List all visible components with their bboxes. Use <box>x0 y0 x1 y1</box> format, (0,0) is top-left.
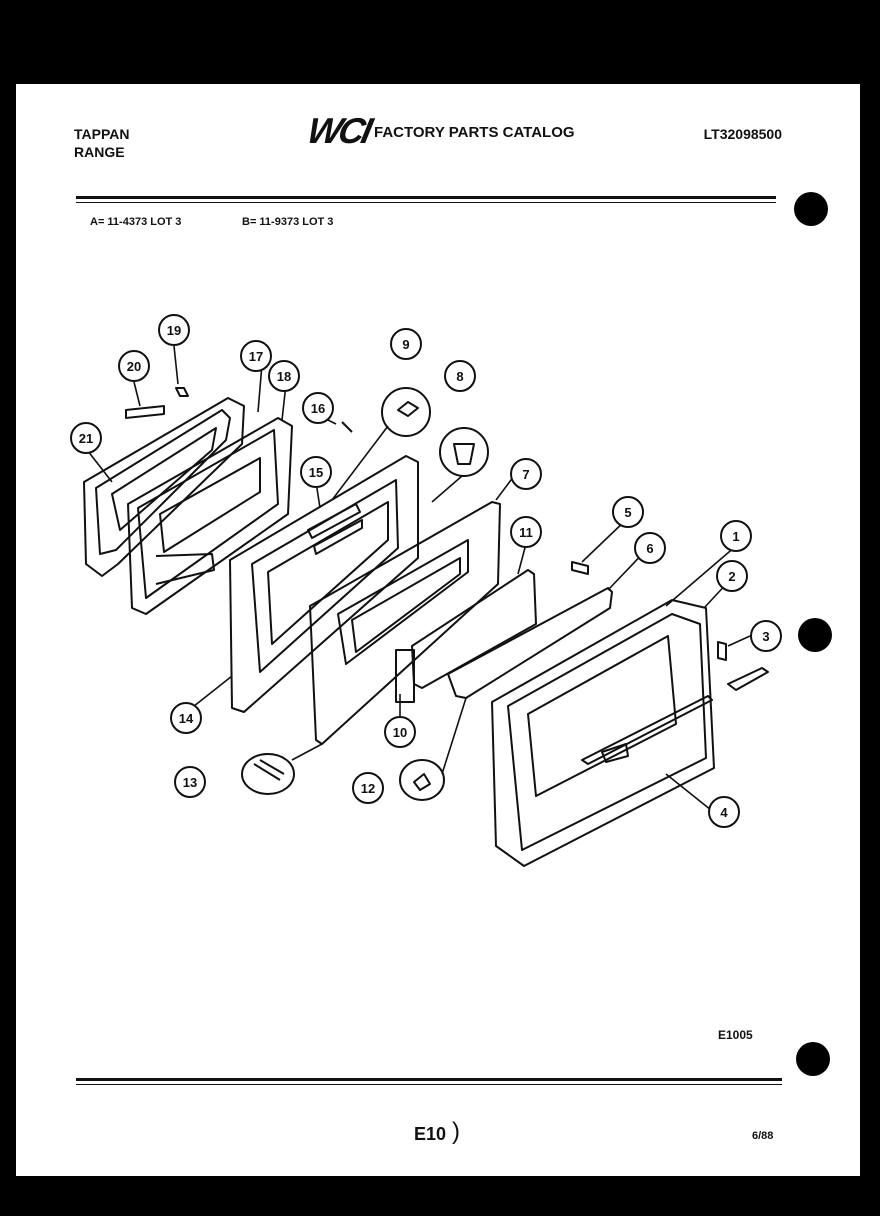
callout-15: 15 <box>300 456 332 488</box>
callout-5: 5 <box>612 496 644 528</box>
leader-lines <box>83 345 751 815</box>
footer-rule-thin <box>76 1084 782 1085</box>
part-9-detail-bubble <box>381 387 431 437</box>
part-8-detail-bubble <box>439 427 489 477</box>
callout-4: 4 <box>708 796 740 828</box>
callout-10: 10 <box>384 716 416 748</box>
part-21-door-frame <box>83 397 245 577</box>
part-1-outer-door <box>491 599 715 867</box>
model-a-label: A= 11-4373 LOT 3 <box>90 216 182 228</box>
svg-text:17: 17 <box>249 349 263 364</box>
svg-text:9: 9 <box>402 337 409 352</box>
svg-text:10: 10 <box>393 725 407 740</box>
callout-14: 14 <box>170 702 202 734</box>
part-11-glass-panel <box>411 569 613 699</box>
page-code: E10 <box>414 1124 447 1144</box>
callout-12: 12 <box>352 772 384 804</box>
part-13-detail-bubble <box>241 753 295 795</box>
part-18-window-frame <box>127 417 293 615</box>
svg-text:7: 7 <box>522 467 529 482</box>
callout-20: 20 <box>118 350 150 382</box>
callout-11: 11 <box>510 516 542 548</box>
oven-door-exploded-view: 1 2 3 4 5 6 7 8 9 10 11 12 13 14 15 16 1… <box>70 314 782 867</box>
part-12-detail-bubble <box>399 759 445 801</box>
svg-text:15: 15 <box>309 465 323 480</box>
svg-text:18: 18 <box>277 369 291 384</box>
svg-text:16: 16 <box>311 401 325 416</box>
callout-2: 2 <box>716 560 748 592</box>
svg-text:1: 1 <box>732 529 739 544</box>
svg-text:12: 12 <box>361 781 375 796</box>
catalog-title: FACTORY PARTS CATALOG <box>374 124 575 141</box>
callout-16: 16 <box>302 392 334 424</box>
callout-3: 3 <box>750 620 782 652</box>
brand-line-1: TAPPAN <box>74 126 130 142</box>
callout-21: 21 <box>70 422 102 454</box>
diagram-code: E1005 <box>718 1028 753 1042</box>
parts-catalog-page: TAPPAN RANGE WCI FACTORY PARTS CATALOG L… <box>16 84 860 1176</box>
callout-13: 13 <box>174 766 206 798</box>
part-5-bumper <box>571 561 589 575</box>
svg-text:5: 5 <box>624 505 631 520</box>
callout-7: 7 <box>510 458 542 490</box>
callout-6: 6 <box>634 532 666 564</box>
svg-text:21: 21 <box>79 431 93 446</box>
callout-8: 8 <box>444 360 476 392</box>
binder-hole-bottom <box>796 1042 830 1076</box>
svg-text:4: 4 <box>720 805 728 820</box>
svg-text:8: 8 <box>456 369 463 384</box>
callout-19: 19 <box>158 314 190 346</box>
binder-hole-top <box>794 192 828 226</box>
svg-text:13: 13 <box>183 775 197 790</box>
callout-17: 17 <box>240 340 272 372</box>
svg-text:19: 19 <box>167 323 181 338</box>
callout-18: 18 <box>268 360 300 392</box>
part-14-inner-panel <box>229 455 419 713</box>
part-4-handle <box>717 641 769 691</box>
part-16-screw <box>341 421 353 433</box>
page-code-bracket: ) <box>452 1118 460 1145</box>
footer-rule <box>76 1078 782 1081</box>
callout-9: 9 <box>390 328 422 360</box>
header-rule <box>76 196 776 199</box>
svg-text:3: 3 <box>762 629 769 644</box>
svg-text:20: 20 <box>127 359 141 374</box>
svg-text:11: 11 <box>519 525 533 540</box>
part-7-door-liner <box>309 501 501 745</box>
date-code: 6/88 <box>752 1130 774 1142</box>
model-b-label: B= 11-9373 LOT 3 <box>242 216 334 228</box>
part-19-screw <box>175 387 189 397</box>
part-20-clip <box>125 405 165 419</box>
svg-text:14: 14 <box>179 711 194 726</box>
catalog-number: LT32098500 <box>703 126 782 142</box>
binder-hole-middle <box>798 618 832 652</box>
header-rule-thin <box>76 202 776 203</box>
svg-text:2: 2 <box>728 569 735 584</box>
callout-1: 1 <box>720 520 752 552</box>
svg-text:6: 6 <box>646 541 653 556</box>
brand-line-2: RANGE <box>74 144 125 160</box>
